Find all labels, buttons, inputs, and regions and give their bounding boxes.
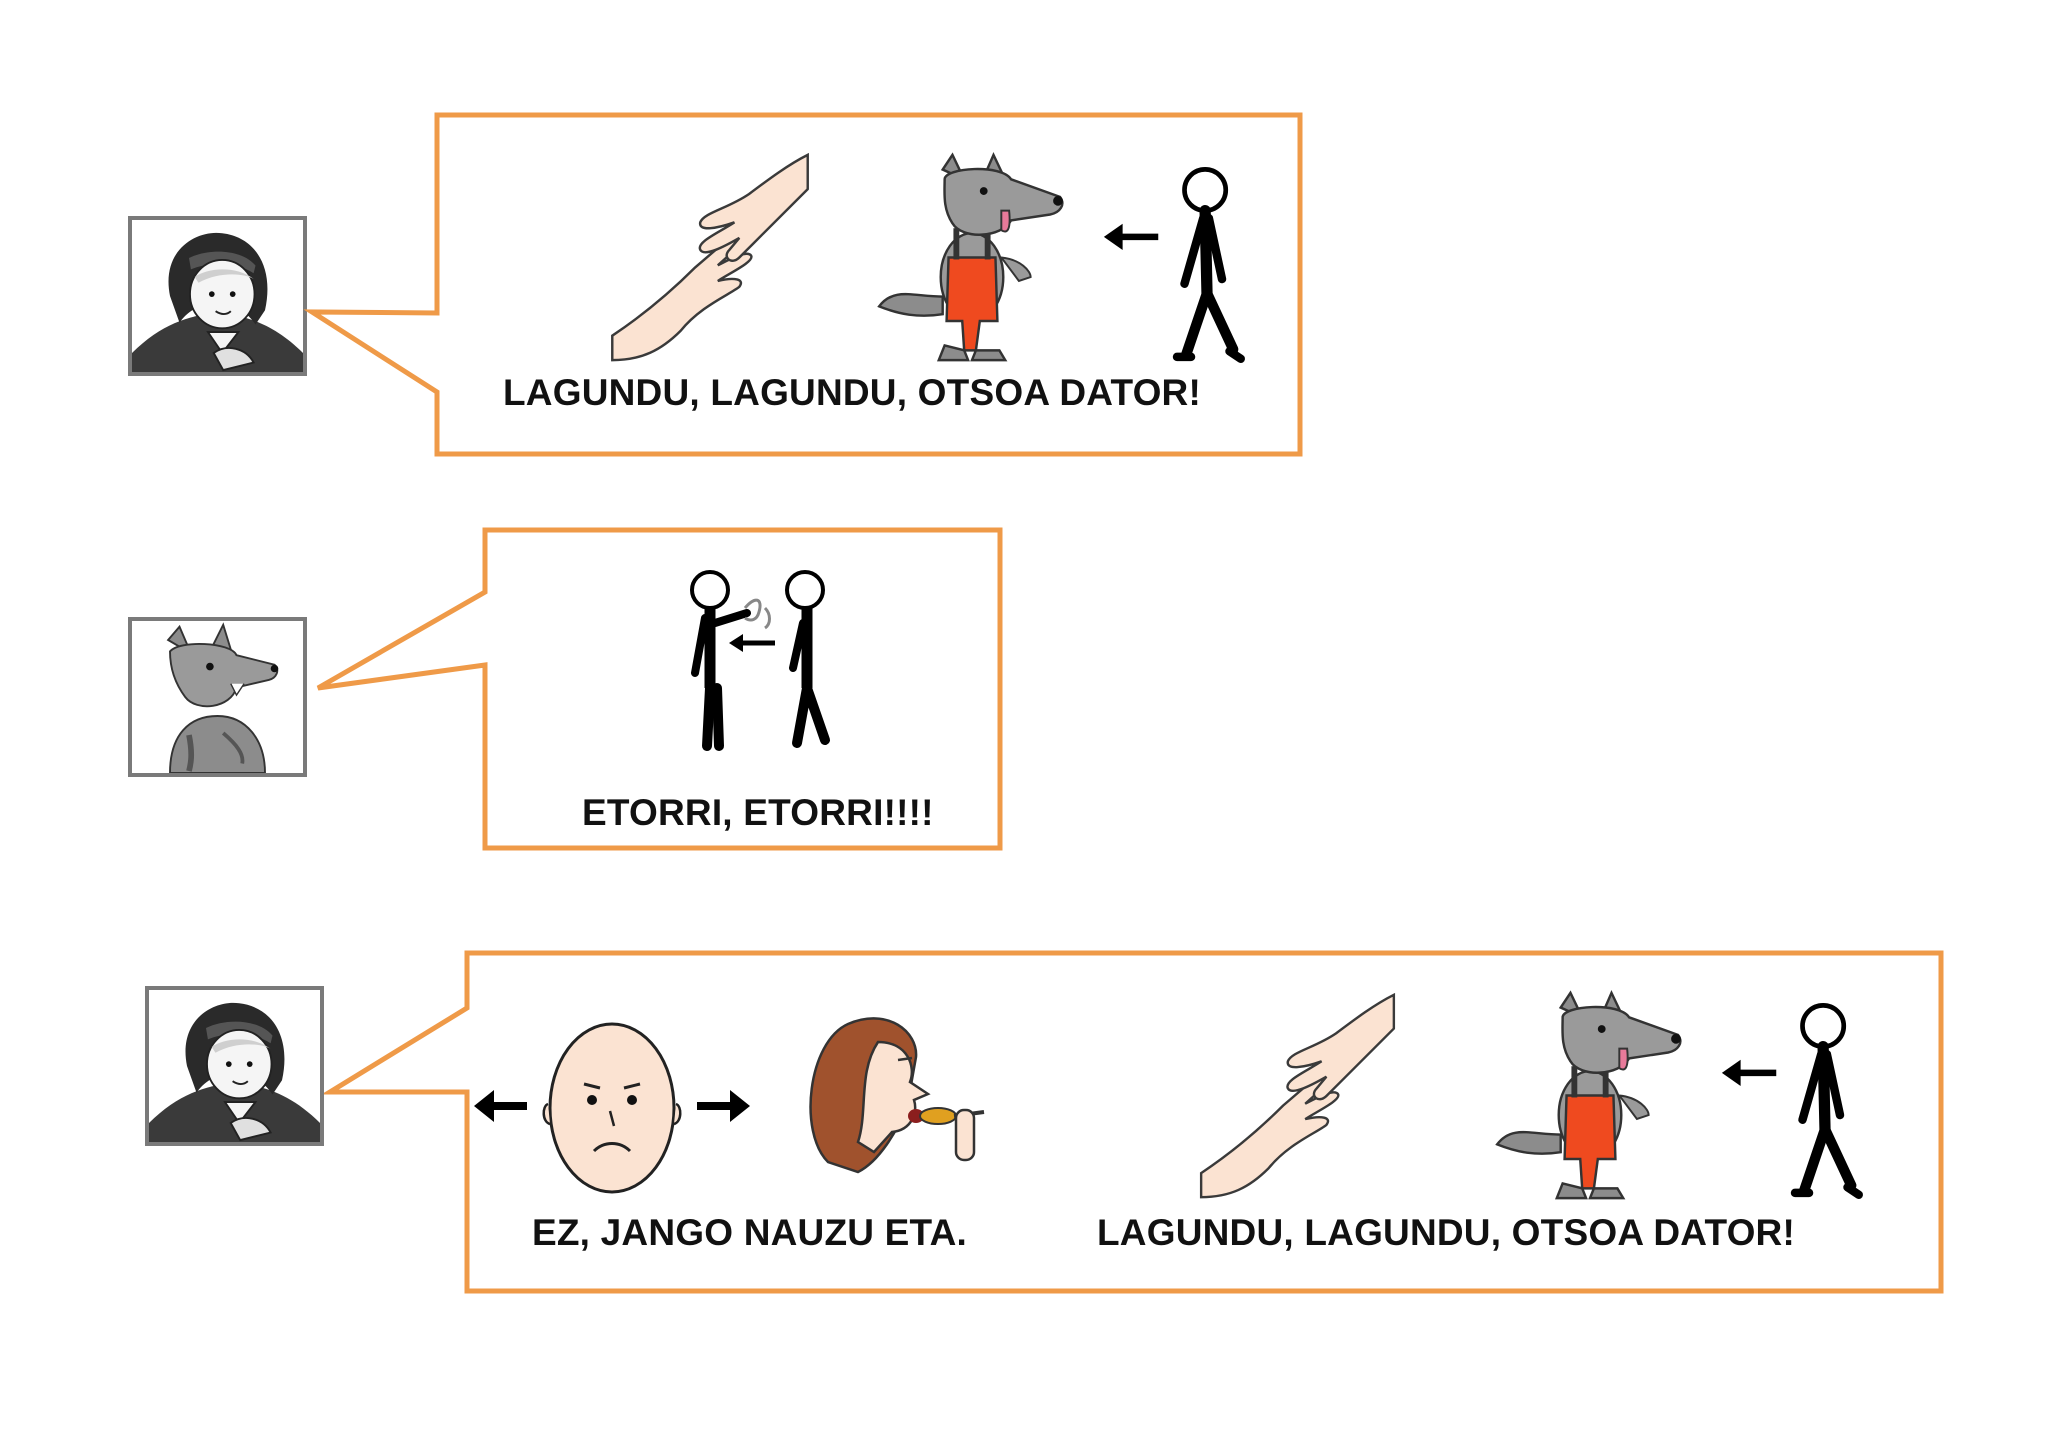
come-here-pictogram — [675, 568, 855, 758]
eating-person-icon — [788, 1012, 988, 1192]
wolf-icon — [1490, 988, 1690, 1203]
sad-face-icon — [472, 1015, 752, 1197]
wolf-icon — [872, 150, 1072, 365]
red-riding-hood-icon — [149, 990, 320, 1142]
speaker-avatar-red-riding-hood — [128, 216, 307, 376]
coming-pictogram — [1720, 996, 1870, 1206]
caption-text: EZ, JANGO NAUZU ETA. — [532, 1212, 967, 1253]
beckoning-people-icon — [675, 568, 855, 758]
wolf-head-icon — [132, 621, 303, 773]
caption-text: LAGUNDU, LAGUNDU, OTSOA DATOR! — [503, 372, 1201, 413]
eat-pictogram — [788, 1012, 988, 1192]
walking-person-icon — [1720, 996, 1870, 1206]
speaker-avatar-red-riding-hood — [145, 986, 324, 1146]
coming-pictogram — [1102, 160, 1252, 370]
hands-icon — [600, 150, 820, 365]
help-hands-pictogram — [600, 150, 820, 365]
caption-text: LAGUNDU, LAGUNDU, OTSOA DATOR! — [1097, 1212, 1795, 1253]
caption-text: ETORRI, ETORRI!!!! — [582, 792, 934, 833]
hands-icon — [1190, 990, 1405, 1202]
help-hands-pictogram — [1190, 990, 1405, 1202]
wolf-pictogram — [872, 150, 1072, 365]
speaker-avatar-wolf — [128, 617, 307, 777]
wolf-pictogram — [1490, 988, 1690, 1203]
walking-person-icon — [1102, 160, 1252, 370]
no-face-pictogram — [472, 1015, 752, 1197]
red-riding-hood-icon — [132, 220, 303, 372]
